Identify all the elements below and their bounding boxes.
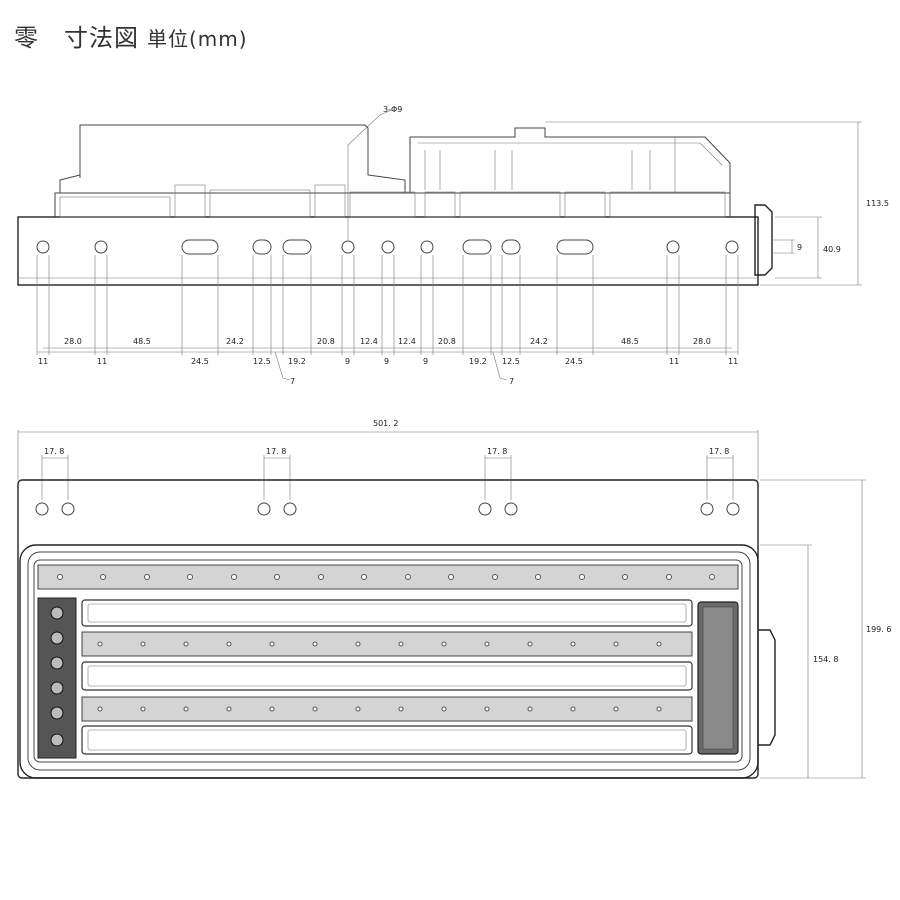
lower-dim: 11 <box>38 357 48 366</box>
upper-dim: 48.5 <box>621 337 639 346</box>
front-overall-width: 501. 2 <box>373 419 398 428</box>
hole-pitch: 17. 8 <box>266 447 286 456</box>
lower-dims: 11 11 24.5 12.5 19.2 9 9 9 19.2 12.5 24.… <box>38 357 738 386</box>
hole-pitch: 17. 8 <box>44 447 64 456</box>
lower-dim: 9 <box>423 357 428 366</box>
upper-dim: 20.8 <box>317 337 335 346</box>
upper-dim: 24.2 <box>226 337 244 346</box>
front-view: 501. 2 17. 8 17. 8 17. 8 17. 8 <box>17 419 891 779</box>
lamp-body <box>19 544 759 779</box>
top-led-strip <box>37 564 739 590</box>
side-mount-height: 40.9 <box>823 245 841 254</box>
lower-dim: 9 <box>384 357 389 366</box>
hole-pitch: 17. 8 <box>709 447 729 456</box>
upper-dim: 12.4 <box>398 337 416 346</box>
upper-dims: 28.0 48.5 24.2 20.8 12.4 12.4 20.8 24.2 … <box>64 337 711 346</box>
lower-dim: 11 <box>97 357 107 366</box>
hole-pitch: 17. 8 <box>487 447 507 456</box>
drawing-title: 零 寸法図単位(mm) <box>14 18 248 53</box>
upper-dim: 28.0 <box>693 337 711 346</box>
side-overall-height: 113.5 <box>866 199 889 208</box>
upper-dim: 48.5 <box>133 337 151 346</box>
drawing-unit: 単位(mm) <box>147 27 248 51</box>
lower-dim: 19.2 <box>469 357 487 366</box>
upper-dim: 20.8 <box>438 337 456 346</box>
drawing-title-main: 零 寸法図 <box>14 24 139 52</box>
front-connector <box>758 629 776 746</box>
lower-dim: 19.2 <box>288 357 306 366</box>
lower-dim: 9 <box>345 357 350 366</box>
upper-dim: 24.2 <box>530 337 548 346</box>
lower-dim: 11 <box>669 357 679 366</box>
side-holes <box>36 239 739 255</box>
upper-dim: 28.0 <box>64 337 82 346</box>
led-strip-middle <box>81 631 693 657</box>
side-connector-dim: 9 <box>797 243 802 252</box>
front-mount-holes <box>35 502 740 516</box>
side-housing-left <box>59 124 406 194</box>
lower-dim: 12.5 <box>253 357 271 366</box>
lower-dim: 24.5 <box>191 357 209 366</box>
led-strip-lower <box>81 696 693 722</box>
lower-dim: 11 <box>728 357 738 366</box>
side-connector <box>754 204 773 276</box>
upper-dim: 12.4 <box>360 337 378 346</box>
middle-led-dots <box>97 641 662 712</box>
side-view: 3-Φ9 113.5 40.9 9 28.0 48.5 24.2 20.8 12… <box>17 105 889 386</box>
lamp-bar <box>81 599 693 627</box>
front-overall-height: 199. 6 <box>866 625 891 634</box>
hole-note: 3-Φ9 <box>383 105 402 114</box>
left-led-column <box>37 597 77 759</box>
side-housing-right <box>409 127 731 194</box>
lamp-bar <box>81 725 693 755</box>
leader-dim: 7 <box>290 377 295 386</box>
lamp-bar <box>81 661 693 691</box>
left-led-dots <box>50 606 64 747</box>
leader-dim: 7 <box>509 377 514 386</box>
lower-dim: 24.5 <box>565 357 583 366</box>
side-base-plate <box>17 216 759 286</box>
lower-dim: 12.5 <box>502 357 520 366</box>
top-led-dots <box>57 574 715 580</box>
front-lens-height: 154. 8 <box>813 655 838 664</box>
